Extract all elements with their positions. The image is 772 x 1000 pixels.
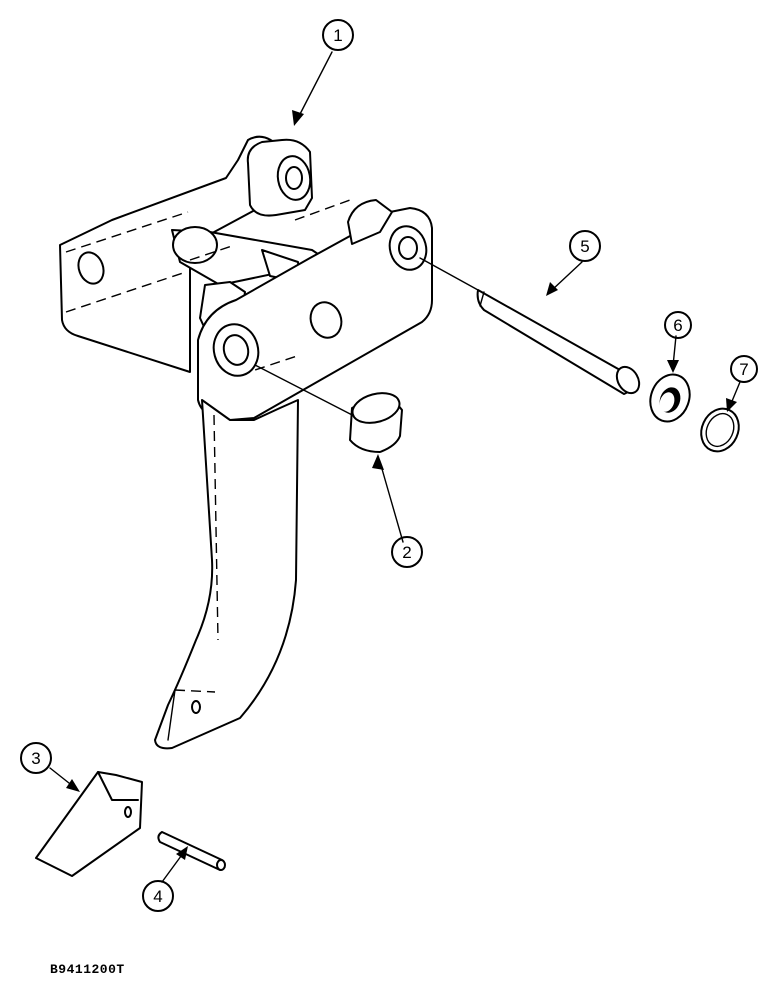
svg-text:1: 1	[333, 26, 342, 45]
callout-7: 7	[730, 355, 758, 383]
snap-ring	[700, 407, 740, 453]
svg-text:4: 4	[153, 887, 162, 906]
drawing-id: B9411200T	[50, 962, 125, 977]
svg-text:2: 2	[402, 543, 411, 562]
mounting-pin	[419, 257, 641, 395]
callout-5: 5	[569, 230, 601, 262]
svg-text:7: 7	[739, 360, 748, 379]
washer	[649, 373, 691, 423]
callout-3: 3	[20, 742, 52, 774]
ripper-tip	[35, 771, 143, 877]
svg-text:6: 6	[673, 316, 682, 335]
svg-text:5: 5	[580, 237, 589, 256]
callout-1: 1	[322, 19, 354, 51]
callout-4: 4	[142, 880, 174, 912]
leader-arrows	[49, 51, 741, 883]
callout-6: 6	[664, 311, 692, 339]
callout-2: 2	[391, 536, 423, 568]
bushing	[254, 364, 403, 453]
tip-pin	[157, 831, 226, 871]
svg-text:3: 3	[31, 749, 40, 768]
ripper-frame	[59, 135, 433, 750]
